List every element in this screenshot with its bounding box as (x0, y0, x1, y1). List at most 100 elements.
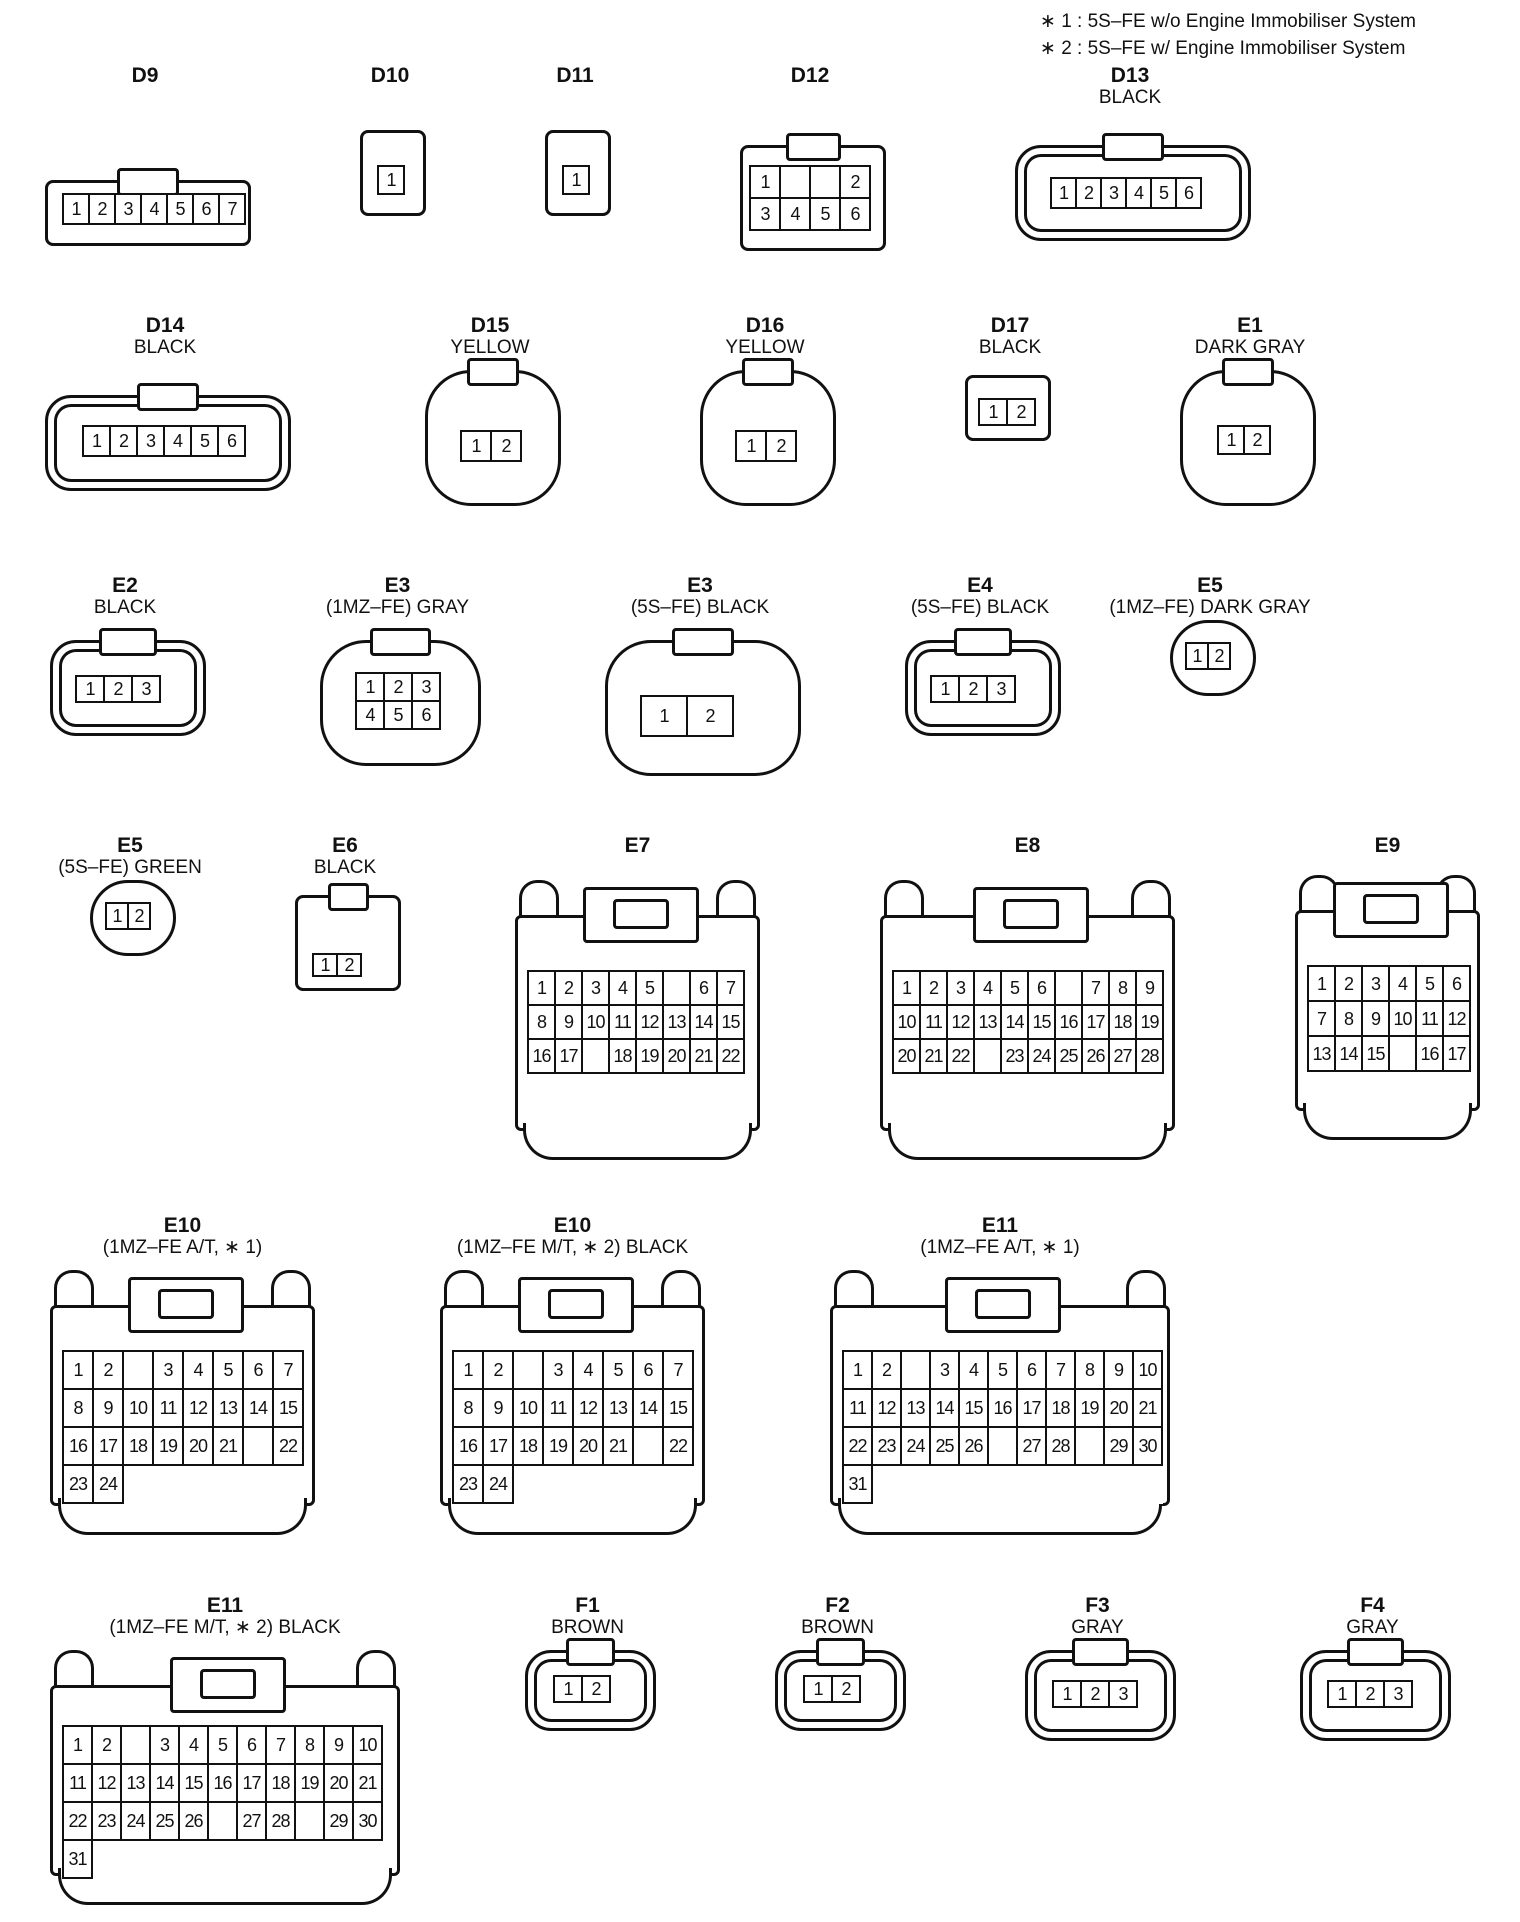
connector-color: BLACK (313, 857, 377, 878)
connector-id: E5 (1197, 574, 1223, 597)
pin: 2 (960, 677, 988, 703)
connector-label: E11(1MZ–FE M/T, ∗ 2) BLACK (109, 1595, 340, 1639)
pin: 9 (94, 1390, 124, 1428)
pin: 24 (1029, 1040, 1056, 1074)
connector-color: DARK GRAY (1194, 337, 1306, 358)
pin: 15 (718, 1006, 745, 1040)
connector-color: BLACK (1098, 87, 1162, 108)
pin: 4 (180, 1727, 209, 1765)
pin: 2 (1082, 1682, 1110, 1708)
pin: 4 (960, 1352, 989, 1390)
pin: 5 (811, 199, 841, 231)
pin: 14 (1002, 1006, 1029, 1040)
latch (785, 133, 841, 161)
pin: 3 (751, 199, 781, 231)
connector-label: E8 (1015, 835, 1041, 857)
pin: 7 (1309, 1002, 1336, 1037)
connector-d11: D11 1 (530, 65, 620, 225)
pin: 15 (960, 1390, 989, 1428)
pin: 6 (238, 1727, 267, 1765)
pin: 17 (1083, 1006, 1110, 1040)
pin: 26 (180, 1803, 209, 1841)
connector-id: D11 (556, 64, 594, 87)
pin: 15 (664, 1390, 694, 1428)
pin: 16 (64, 1428, 94, 1466)
pin: 16 (529, 1040, 556, 1074)
pin: 6 (1029, 972, 1056, 1006)
legend: ∗ 1 : 5S–FE w/o Engine Immobiliser Syste… (1040, 8, 1416, 62)
pin: 1 (642, 697, 688, 737)
pin: 2 (841, 167, 871, 199)
pin: 1 (737, 432, 767, 462)
pin: 1 (1052, 179, 1077, 209)
pin: 18 (1110, 1006, 1137, 1040)
latch-tab (157, 1289, 214, 1319)
pin: 4 (1390, 967, 1417, 1002)
connector-label: E3(5S–FE) BLACK (631, 575, 769, 619)
pin: 6 (1018, 1352, 1047, 1390)
connector-id: E3 (384, 574, 411, 597)
pin: 3 (1385, 1682, 1413, 1708)
pin: 3 (931, 1352, 960, 1390)
pin: 1 (1329, 1682, 1357, 1708)
pin: 2 (93, 1727, 122, 1765)
pin: 1 (454, 1352, 484, 1390)
latch-tab (547, 1289, 604, 1319)
pin: 17 (484, 1428, 514, 1466)
pin: 2 (833, 1677, 861, 1703)
pin: 25 (1056, 1040, 1083, 1074)
pin: 6 (634, 1352, 664, 1390)
pin: 3 (544, 1352, 574, 1390)
connector-color: (1MZ–FE) GRAY (325, 597, 470, 618)
pin: 4 (184, 1352, 214, 1390)
legend-note-1: ∗ 1 : 5S–FE w/o Engine Immobiliser Syste… (1040, 11, 1417, 32)
latch (117, 168, 179, 196)
housing-body (90, 880, 176, 956)
pin: 23 (93, 1803, 122, 1841)
pin: 13 (902, 1390, 931, 1428)
pin: 27 (1018, 1428, 1047, 1466)
pin: 1 (555, 1677, 583, 1703)
pin-grid: 1 (562, 165, 590, 195)
pin: 1 (894, 972, 921, 1006)
latch (582, 887, 699, 943)
pin: 6 (1177, 179, 1202, 209)
pin: 1 (529, 972, 556, 1006)
latch (370, 628, 431, 656)
pin: 8 (1336, 1002, 1363, 1037)
connector-label: E11(1MZ–FE A/T, ∗ 1) (920, 1215, 1080, 1259)
connector-label: E10(1MZ–FE A/T, ∗ 1) (103, 1215, 263, 1259)
pin: 22 (664, 1428, 694, 1466)
pin: 6 (413, 702, 441, 730)
pin-gap (634, 1428, 664, 1466)
latch (1072, 1638, 1129, 1666)
latch-tab (975, 1289, 1031, 1319)
pin: 11 (154, 1390, 184, 1428)
pin: 10 (1134, 1352, 1163, 1390)
pin: 10 (514, 1390, 544, 1428)
pin: 6 (841, 199, 871, 231)
pin: 5 (1002, 972, 1029, 1006)
pin: 1 (357, 674, 385, 702)
connector-color: GRAY (1071, 1617, 1124, 1638)
pin: 2 (105, 677, 133, 703)
pin-gap (781, 167, 811, 199)
pin: 24 (122, 1803, 151, 1841)
